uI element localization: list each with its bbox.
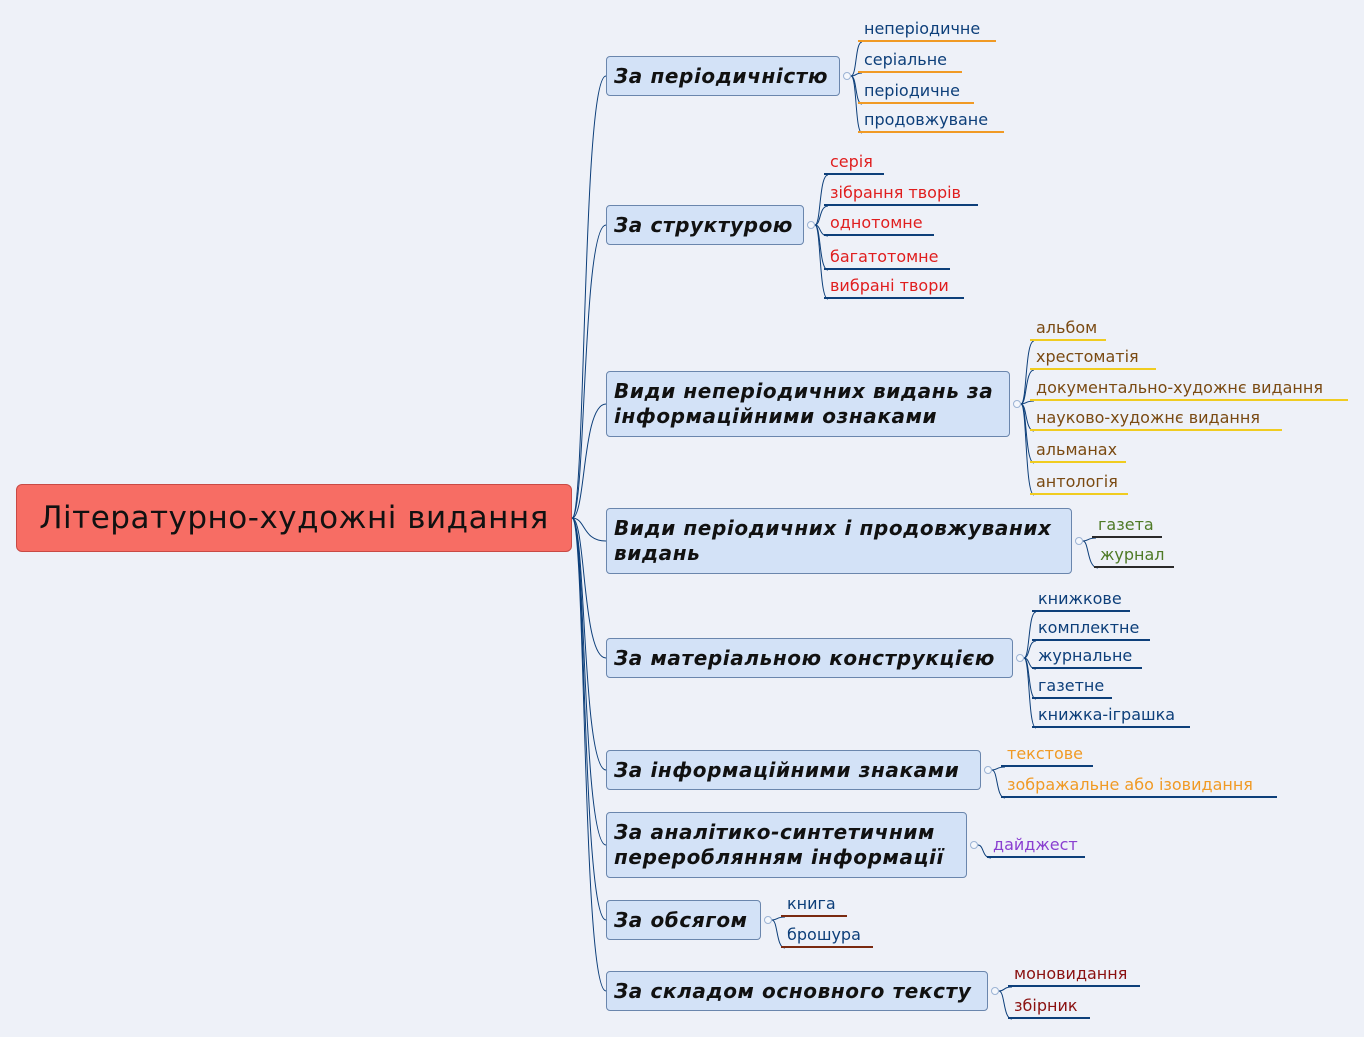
branch-node[interactable]: Види неперіодичних видань за інформаційн… (606, 371, 1010, 437)
leaf-node[interactable]: текстове (1001, 743, 1093, 767)
branch-node[interactable]: За періодичністю (606, 56, 840, 96)
root-node[interactable]: Літературно-художні видання (16, 484, 572, 552)
collapse-toggle-icon[interactable] (764, 916, 772, 924)
leaf-node[interactable]: альбом (1030, 317, 1106, 341)
leaf-node[interactable]: багатотомне (824, 246, 950, 270)
collapse-toggle-icon[interactable] (970, 841, 978, 849)
collapse-toggle-icon[interactable] (1016, 654, 1024, 662)
leaf-node[interactable]: книжка-іграшка (1032, 704, 1190, 728)
leaf-node[interactable]: науково-художнє видання (1030, 407, 1282, 431)
branch-connector (571, 517, 607, 542)
leaf-node[interactable]: зображальне або ізовидання (1001, 774, 1277, 798)
leaf-connector (771, 916, 786, 921)
branch-label: Види неперіодичних видань за інформаційн… (614, 379, 994, 428)
leaf-node[interactable]: газета (1092, 514, 1162, 538)
leaf-node[interactable]: книжкове (1032, 588, 1130, 612)
collapse-toggle-icon[interactable] (1013, 400, 1021, 408)
leaf-connector (998, 986, 1013, 992)
branch-label: За інформаційними знаками (614, 757, 960, 782)
leaf-node[interactable]: зібрання творів (824, 182, 978, 206)
leaf-node[interactable]: комплектне (1032, 617, 1150, 641)
leaf-node[interactable]: однотомне (824, 212, 934, 236)
leaf-node[interactable]: серія (824, 151, 884, 175)
collapse-toggle-icon[interactable] (807, 221, 815, 229)
leaf-connector (814, 205, 829, 226)
leaf-node[interactable]: журнал (1094, 544, 1174, 568)
branch-node[interactable]: Види періодичних і продовжуваних видань (606, 508, 1072, 574)
branch-connector (571, 517, 607, 992)
root-label: Літературно-художні видання (39, 500, 549, 536)
collapse-toggle-icon[interactable] (843, 72, 851, 80)
leaf-node[interactable]: періодичне (858, 80, 974, 104)
branch-label: За структурою (614, 212, 793, 237)
leaf-node[interactable]: антологія (1030, 471, 1128, 495)
leaf-node[interactable]: альманах (1030, 439, 1126, 463)
leaf-node[interactable]: дайджест (987, 834, 1085, 858)
collapse-toggle-icon[interactable] (991, 987, 999, 995)
leaf-connector (1023, 611, 1037, 659)
branch-node[interactable]: За структурою (606, 205, 804, 245)
branch-label: Види періодичних і продовжуваних видань (614, 516, 1052, 565)
leaf-node[interactable]: серіальне (858, 49, 962, 73)
branch-label: За обсягом (614, 907, 748, 932)
branch-label: За аналітико-синтетичним перероблянням і… (614, 820, 944, 869)
branch-connector (571, 517, 607, 659)
leaf-node[interactable]: збірник (1008, 995, 1090, 1019)
branch-node[interactable]: За аналітико-синтетичним перероблянням і… (606, 812, 967, 878)
leaf-node[interactable]: журнальне (1032, 645, 1142, 669)
leaf-connector (814, 224, 829, 300)
branch-node[interactable]: За складом основного тексту (606, 971, 988, 1011)
leaf-node[interactable]: документально-художнє видання (1030, 377, 1348, 401)
leaf-node[interactable]: неперіодичне (858, 18, 996, 42)
leaf-connector (814, 174, 829, 226)
branch-label: За матеріальною конструкцією (614, 645, 995, 670)
leaf-connector (991, 766, 1006, 771)
leaf-node[interactable]: продовжуване (858, 109, 1004, 133)
leaf-connector (1082, 537, 1097, 542)
leaf-connector (1023, 640, 1037, 659)
leaf-connector (1020, 369, 1035, 405)
leaf-node[interactable]: газетне (1032, 675, 1112, 699)
leaf-node[interactable]: вибрані твори (824, 275, 964, 299)
collapse-toggle-icon[interactable] (1075, 537, 1083, 545)
leaf-connector (850, 41, 863, 77)
branch-node[interactable]: За інформаційними знаками (606, 750, 981, 790)
branch-connector (571, 75, 607, 519)
branch-connector (571, 517, 607, 771)
branch-label: За складом основного тексту (614, 978, 972, 1003)
leaf-node[interactable]: моновидання (1008, 963, 1140, 987)
leaf-connector (1020, 403, 1035, 496)
leaf-node[interactable]: книга (781, 893, 847, 917)
leaf-node[interactable]: брошура (781, 924, 873, 948)
branch-connector (571, 403, 607, 519)
collapse-toggle-icon[interactable] (984, 766, 992, 774)
branch-label: За періодичністю (614, 63, 829, 88)
branch-node[interactable]: За обсягом (606, 900, 761, 940)
leaf-node[interactable]: хрестоматія (1030, 346, 1156, 370)
branch-node[interactable]: За матеріальною конструкцією (606, 638, 1013, 678)
branch-connector (571, 224, 607, 519)
